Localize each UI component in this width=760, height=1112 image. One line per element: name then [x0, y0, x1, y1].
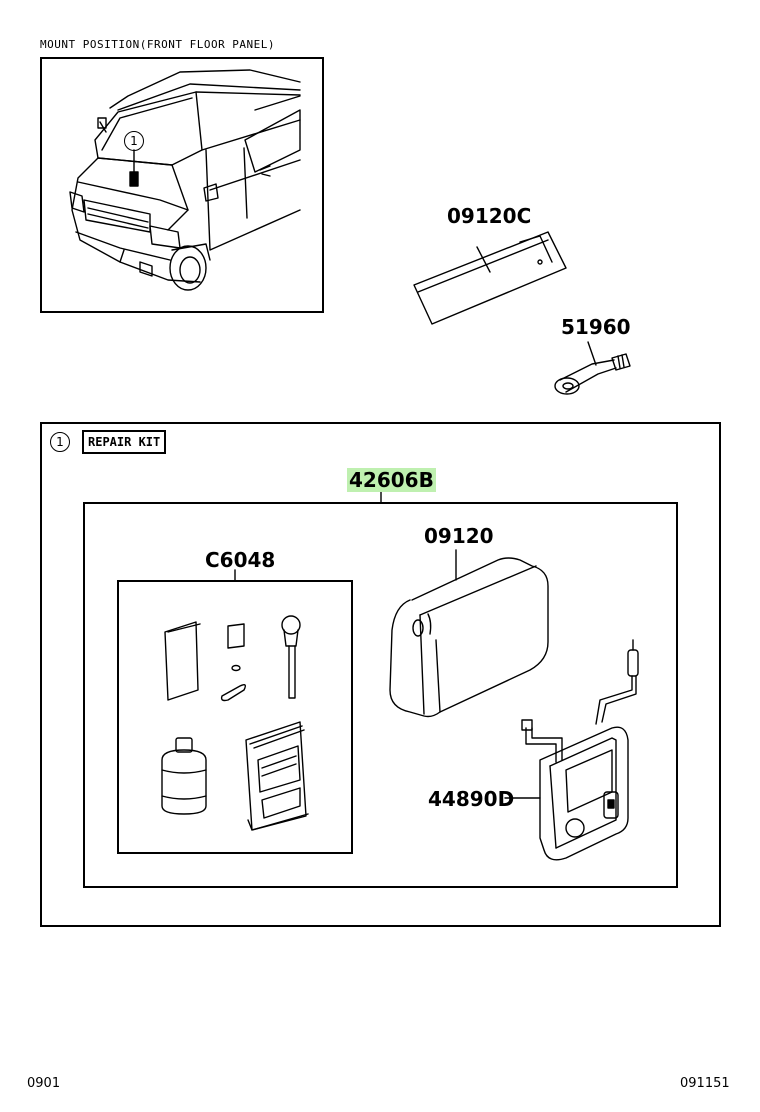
vehicle-view-frame [40, 57, 324, 313]
footer-left-code: 0901 [27, 1076, 61, 1091]
part-label-09120: 09120 [424, 524, 494, 548]
callout-1-repair-kit: 1 [50, 432, 70, 452]
footer-right-code: 091151 [680, 1076, 730, 1091]
vehicle-sketch [69, 69, 301, 291]
repair-kit-frame [40, 422, 721, 927]
part-number-highlight: 42606B [347, 468, 436, 492]
callout-1-vehicle: 1 [124, 131, 144, 151]
c6048-frame [117, 580, 353, 854]
part-label-09120C: 09120C [447, 204, 532, 228]
part-label-51960: 51960 [561, 315, 631, 339]
part-label-42606B: 42606B [347, 468, 436, 492]
kit-assembly-frame [83, 502, 678, 888]
repair-kit-tag: REPAIR KIT [82, 430, 167, 454]
part-label-44890D: 44890D [428, 787, 515, 811]
mount-position-label: MOUNT POSITION(FRONT FLOOR PANEL) [40, 38, 276, 51]
part-label-C6048: C6048 [205, 548, 276, 572]
